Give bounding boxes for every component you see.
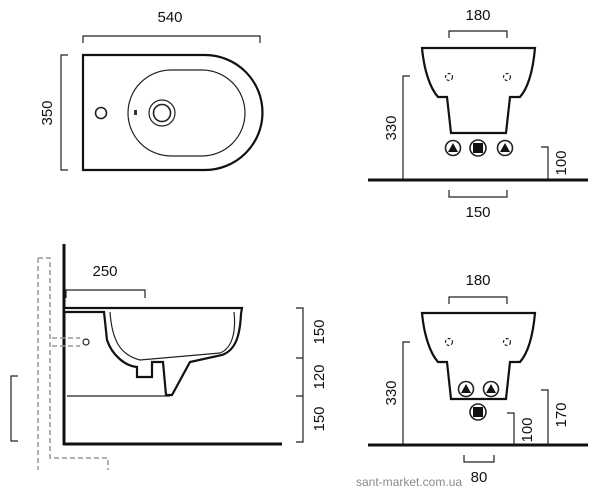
watermark: sant-market.com.ua xyxy=(356,475,462,489)
water-inlet-icon xyxy=(482,380,500,398)
inlet-height-dimension xyxy=(541,146,549,180)
front-view-1: 180 330 100 150 xyxy=(368,7,588,221)
height-label: 330 xyxy=(383,380,400,405)
dim-upper-label: 150 xyxy=(311,319,328,344)
bidet-outline xyxy=(81,53,264,172)
inlet-height-dimension xyxy=(541,389,549,445)
bottom-width-label: 150 xyxy=(465,204,490,221)
water-inlet-icon xyxy=(444,139,462,157)
top-view: 540 350 xyxy=(39,9,264,172)
overflow-mark xyxy=(134,110,137,115)
drain-inner-icon xyxy=(152,103,172,123)
bottom-width-dimension xyxy=(448,190,508,198)
top-width-dimension xyxy=(448,296,508,304)
bidet-front-outline xyxy=(420,46,537,135)
height-dimension xyxy=(402,75,410,180)
top-width-label: 180 xyxy=(465,7,490,24)
front-view-2: 180 330 100 170 80 xyxy=(368,272,588,486)
height-label: 330 xyxy=(383,115,400,140)
top-width-dimension xyxy=(448,30,508,38)
square-icon xyxy=(473,143,483,153)
triangle-icon xyxy=(461,384,471,393)
triangle-icon xyxy=(486,384,496,393)
inlet-height-label: 170 xyxy=(553,402,570,427)
frame-bracket xyxy=(10,375,18,442)
bidet-profile xyxy=(62,306,244,397)
width-label: 540 xyxy=(157,9,182,26)
drain-height-label: 100 xyxy=(519,417,536,442)
bowl-inner-line xyxy=(109,311,236,361)
water-inlet-icon xyxy=(457,380,475,398)
inlet-height-label: 100 xyxy=(553,150,570,175)
bidet-front-outline xyxy=(420,311,537,401)
bottom-width-label: 80 xyxy=(471,469,488,486)
dim-lower-label: 150 xyxy=(311,406,328,431)
triangle-icon xyxy=(500,143,510,152)
bowl-outline xyxy=(127,69,246,157)
fixing-hole-icon xyxy=(444,337,454,347)
drain-icon xyxy=(469,139,487,157)
drain-icon xyxy=(469,403,487,421)
height-dimension xyxy=(402,341,410,445)
projection-label: 250 xyxy=(92,263,117,280)
pipe-dashed xyxy=(52,337,80,347)
side-view: 250 150 120 150 xyxy=(10,244,328,470)
top-width-label: 180 xyxy=(465,272,490,289)
water-inlet-icon xyxy=(496,139,514,157)
triangle-icon xyxy=(448,143,458,152)
fixing-hole-icon xyxy=(502,337,512,347)
square-icon xyxy=(473,407,483,417)
width-dimension xyxy=(82,35,261,43)
drain-height-dimension xyxy=(507,412,515,445)
fixing-hole-icon xyxy=(444,72,454,82)
height-dimensions xyxy=(296,307,304,443)
tap-hole-icon xyxy=(94,106,108,120)
frame-dashed xyxy=(37,257,109,470)
drain-outer-icon xyxy=(148,99,176,127)
depth-label: 350 xyxy=(39,100,56,125)
depth-dimension xyxy=(60,54,68,171)
dim-middle-label: 120 xyxy=(311,364,328,389)
pipe-end-icon xyxy=(82,338,90,346)
projection-dimension xyxy=(65,289,146,298)
bottom-width-dimension xyxy=(463,455,495,463)
fixing-hole-icon xyxy=(502,72,512,82)
